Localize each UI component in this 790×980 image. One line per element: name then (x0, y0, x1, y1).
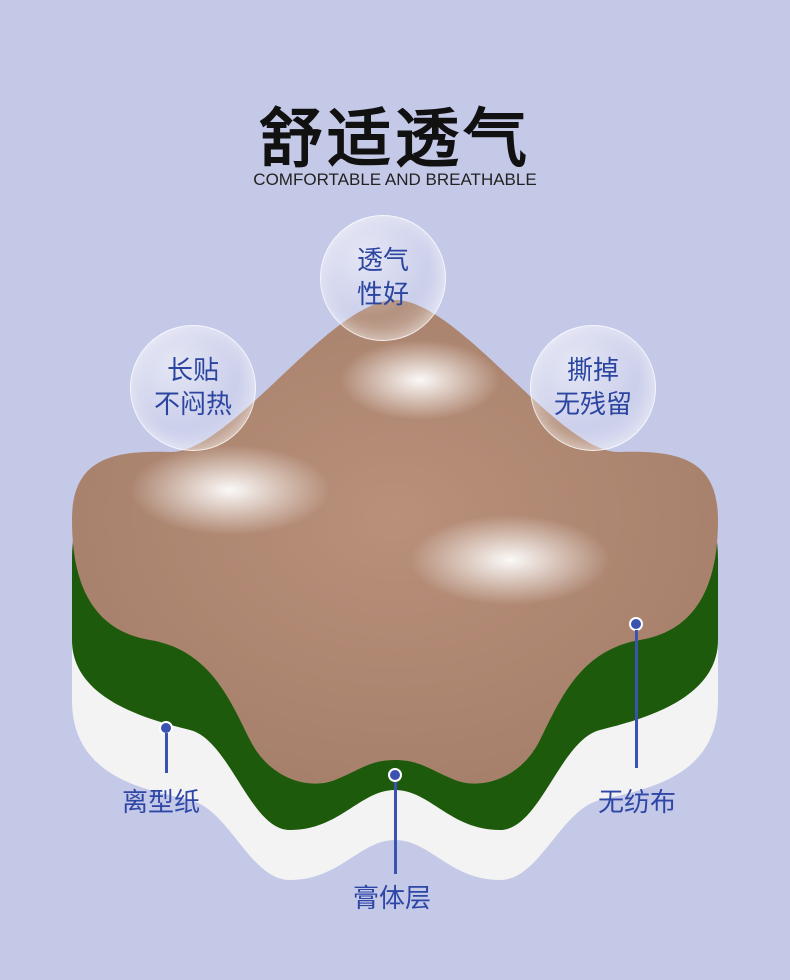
gel-layer-leader-line (394, 782, 397, 874)
bubble-text: 无残留 (553, 390, 632, 420)
page-subtitle: COMFORTABLE AND BREATHABLE (253, 170, 537, 189)
label-release-paper: 离型纸 (122, 788, 201, 818)
release-paper-leader-line (165, 733, 168, 773)
bubble-not-stuffy: 长贴 不闷热 (130, 325, 256, 451)
bubble-text: 不闷热 (153, 390, 232, 420)
page-title: 舒适透气 (259, 103, 531, 177)
non-woven-leader-line (635, 630, 638, 768)
label-non-woven: 无纺布 (598, 788, 677, 818)
bubble-text: 透气 (356, 246, 409, 276)
bubble-text: 撕掉 (566, 356, 619, 386)
bubble-breathable: 透气 性好 (320, 215, 446, 341)
bubble-text: 长贴 (166, 356, 219, 386)
gel-layer-marker-dot (388, 768, 402, 782)
bubble-no-residue: 撕掉 无残留 (530, 325, 656, 451)
non-woven-marker-dot (629, 617, 643, 631)
bubble-text: 性好 (356, 280, 409, 310)
label-gel-layer: 膏体层 (353, 884, 432, 914)
